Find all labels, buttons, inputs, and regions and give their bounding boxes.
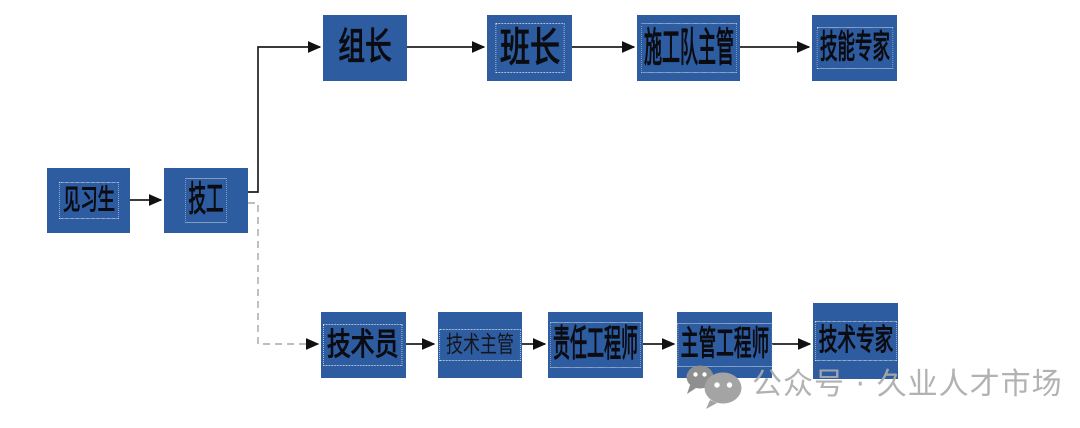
- node-responsible-engineer-label: 责任工程师: [550, 321, 641, 369]
- edge-skilled-worker-to-group-leader: [248, 41, 322, 193]
- node-skilled-worker-label: 技工: [185, 178, 227, 223]
- node-trainee: 见习生: [47, 168, 130, 233]
- node-technical-expert: 技术专家: [813, 303, 898, 379]
- node-group-leader-label: 组长: [338, 26, 392, 68]
- node-technician-label: 技术员: [323, 323, 403, 367]
- node-technical-supervisor: 技术主管: [438, 312, 522, 378]
- wechat-icon: [686, 365, 742, 409]
- node-responsible-engineer: 责任工程师: [548, 312, 643, 378]
- node-skill-expert-label: 技能专家: [816, 26, 893, 70]
- node-supervising-engineer: 主管工程师: [677, 312, 772, 378]
- node-technical-expert-label: 技术专家: [814, 321, 897, 361]
- node-squad-leader-label: 班长: [495, 23, 564, 73]
- node-construction-crew-supervisor-label: 施工队主管: [640, 23, 737, 73]
- edge-skilled-worker-to-technician-dashed: [248, 202, 320, 350]
- node-skilled-worker: 技工: [164, 168, 248, 233]
- node-supervising-engineer-label: 主管工程师: [677, 323, 772, 367]
- node-construction-crew-supervisor: 施工队主管: [637, 15, 740, 81]
- node-skill-expert: 技能专家: [812, 15, 897, 81]
- node-trainee-label: 见习生: [58, 181, 119, 220]
- watermark: 公众号 · 久业人才市场: [682, 360, 1063, 410]
- node-technical-supervisor-label: 技术主管: [439, 328, 521, 362]
- node-squad-leader: 班长: [487, 15, 572, 81]
- node-technician: 技术员: [321, 312, 406, 378]
- watermark-text: 公众号 · 久业人才市场: [752, 367, 1063, 402]
- node-group-leader: 组长: [323, 15, 407, 81]
